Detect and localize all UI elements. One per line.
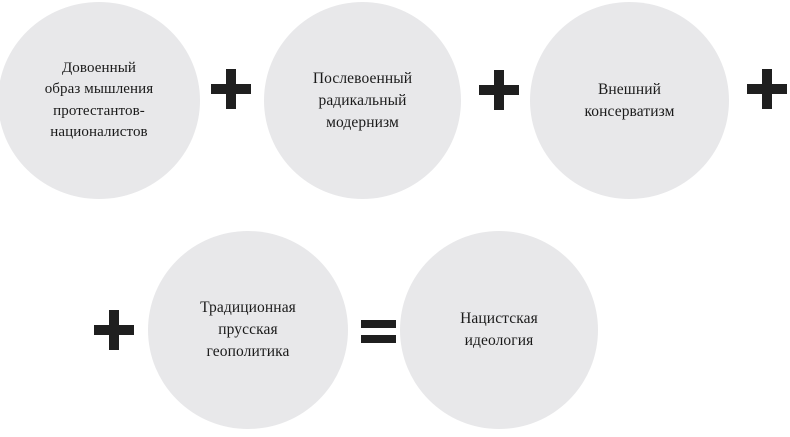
plus-vertical-bar (762, 69, 772, 109)
node-label: Послевоенный радикальный модернизм (312, 69, 413, 131)
plus-vertical-bar (226, 69, 236, 109)
node-label: Традиционная прусская геополитика (200, 299, 296, 360)
plus-operator-icon (211, 69, 251, 109)
diagram-node-postwar-radical-modernism: Послевоенный радикальный модернизм (264, 2, 461, 199)
diagram-node-prewar-protestant-nationalist-mindset: Довоенный образ мышления протестантов- н… (0, 2, 200, 199)
equals-operator-icon (361, 320, 396, 343)
plus-operator-icon (747, 69, 787, 109)
plus-operator-icon (479, 70, 519, 110)
equals-bottom-bar (361, 335, 396, 343)
diagram-node-nazi-ideology: Нацистская идеология (400, 231, 598, 429)
diagram-node-traditional-prussian-geopolitics: Традиционная прусская геополитика (148, 231, 348, 429)
plus-vertical-bar (494, 70, 504, 110)
diagram-node-external-conservatism: Внешний консерватизм (530, 2, 729, 199)
node-label: Внешний консерватизм (584, 80, 675, 120)
plus-operator-icon (94, 310, 134, 350)
equals-top-bar (361, 320, 396, 328)
node-label: Нацистская идеология (460, 310, 538, 349)
plus-vertical-bar (109, 310, 119, 350)
node-label: Довоенный образ мышления протестантов- н… (44, 59, 154, 140)
